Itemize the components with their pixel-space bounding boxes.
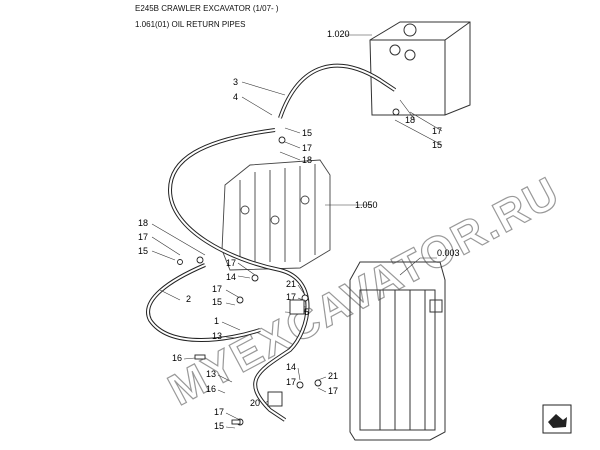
- callout-15: 15: [138, 246, 148, 256]
- callout-17: 17: [302, 143, 312, 153]
- callout-3: 3: [233, 77, 238, 87]
- callout-17: 17: [214, 407, 224, 417]
- callout-5: 5: [304, 307, 309, 317]
- callout-17: 17: [286, 292, 296, 302]
- callout-18: 18: [405, 115, 415, 125]
- callout-21: 21: [286, 279, 296, 289]
- callout-17: 17: [226, 258, 236, 268]
- diagram-subtitle: 1.061(01) OIL RETURN PIPES: [135, 20, 246, 29]
- callout-4: 4: [233, 92, 238, 102]
- callout-1: 1: [214, 316, 219, 326]
- callout-17: 17: [432, 126, 442, 136]
- callout-2: 2: [186, 294, 191, 304]
- callout-17: 17: [212, 284, 222, 294]
- callout-21: 21: [328, 371, 338, 381]
- callout-15: 15: [212, 297, 222, 307]
- callout-17: 17: [286, 377, 296, 387]
- callout-14: 14: [226, 272, 236, 282]
- callout-18: 18: [138, 218, 148, 228]
- fittings: [177, 108, 400, 426]
- callout-17: 17: [328, 386, 338, 396]
- callout-15: 15: [432, 140, 442, 150]
- next-page-icon[interactable]: [542, 404, 572, 434]
- callout-16: 16: [206, 384, 216, 394]
- callout-17: 17: [138, 232, 148, 242]
- callout-20: 20: [250, 398, 260, 408]
- leader-lines: [151, 34, 443, 429]
- callout-15: 15: [214, 421, 224, 431]
- control-valve: [221, 159, 331, 271]
- callout-0-003: 0.003: [437, 248, 460, 258]
- callout-18: 18: [302, 155, 312, 165]
- callout-1-050: 1.050: [355, 200, 378, 210]
- callout-labels: 1.020 3 4 15 17 18 18 17 15 1.050 18 17 …: [138, 29, 460, 431]
- callout-13: 13: [206, 369, 216, 379]
- callout-13: 13: [212, 331, 222, 341]
- hydraulic-tank: [369, 21, 471, 116]
- callout-1-020: 1.020: [327, 29, 350, 39]
- callout-16: 16: [172, 353, 182, 363]
- diagram-title: E245B CRAWLER EXCAVATOR (1/07- ): [135, 4, 279, 13]
- callout-14: 14: [286, 362, 296, 372]
- callout-15: 15: [302, 128, 312, 138]
- radiator: [349, 261, 446, 441]
